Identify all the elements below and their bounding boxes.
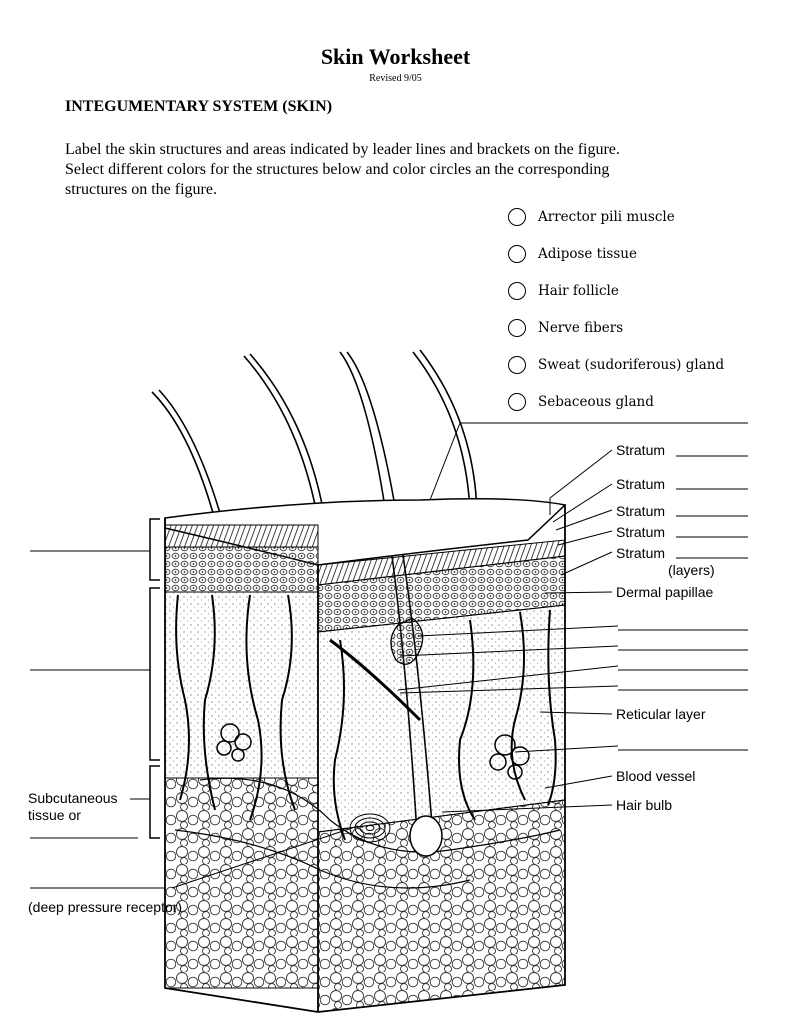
label-stratum-1: Stratum (616, 442, 665, 458)
label-hair-bulb: Hair bulb (616, 797, 672, 813)
nerve-fibers (174, 777, 561, 889)
legend-label: Sebaceous gland (538, 393, 654, 410)
epidermis-front (164, 524, 319, 548)
legend-label: Hair follicle (538, 282, 619, 299)
page-title: Skin Worksheet (320, 44, 471, 69)
color-circle-nerve-fibers[interactable] (508, 318, 526, 337)
label-stratum-3: Stratum (616, 503, 665, 519)
instructions-line-2: Select different colors for the structur… (65, 161, 610, 178)
label-stratum-5: Stratum (616, 545, 665, 561)
arrector-pili-muscle (329, 638, 422, 722)
right-answer-lines (397, 422, 748, 813)
subcutaneous-front (164, 777, 319, 989)
label-deep-pressure-receptor: (deep pressure receptor) (28, 899, 182, 915)
sweat-gland-front (216, 723, 252, 762)
hair-shaft-2 (243, 353, 326, 521)
bracket-epidermis (149, 518, 160, 581)
legend-item-sebaceous-gland: Sebaceous gland (508, 383, 724, 420)
label-blood-vessel: Blood vessel (616, 768, 695, 784)
instructions-line-3: structures on the figure. (65, 181, 217, 198)
hair-bulb-shape (409, 815, 443, 857)
bracket-subcutaneous (149, 765, 160, 839)
bracket-dermis (149, 587, 160, 761)
color-circle-sweat-gland[interactable] (508, 355, 526, 374)
hair-shaft-1 (151, 389, 223, 521)
legend-label: Nerve fibers (538, 319, 624, 336)
instructions-line-1: Label the skin structures and areas indi… (65, 141, 620, 158)
color-circle-arrector-pili[interactable] (508, 207, 526, 226)
legend-item-adipose: Adipose tissue (508, 235, 724, 272)
legend-item-hair-follicle: Hair follicle (508, 272, 724, 309)
color-legend: Arrector pili muscle Adipose tissue Hair… (508, 198, 724, 420)
block-outline (164, 505, 566, 1013)
label-reticular-layer: Reticular layer (616, 706, 706, 722)
dermis-side (317, 604, 566, 833)
legend-item-sweat-gland: Sweat (sudoriferous) gland (508, 346, 724, 383)
label-subcutaneous: Subcutaneous (28, 790, 118, 806)
legend-label: Sweat (sudoriferous) gland (538, 356, 725, 373)
sebaceous-gland (390, 617, 424, 665)
legend-label: Arrector pili muscle (538, 208, 675, 225)
skin-diagram: Stratum Stratum Stratum Stratum Stratum … (28, 349, 748, 1013)
color-circle-hair-follicle[interactable] (508, 281, 526, 300)
legend-item-arrector-pili: Arrector pili muscle (508, 198, 724, 235)
pacinian-corpuscle (349, 813, 391, 843)
legend-label: Adipose tissue (538, 245, 637, 262)
label-dermal-papillae: Dermal papillae (616, 584, 713, 600)
revised-date: Revised 9/05 (369, 73, 422, 84)
instructions: Label the skin structures and areas indi… (65, 140, 725, 200)
sweat-gland-side (489, 734, 530, 780)
label-tissue-or: tissue or (28, 807, 81, 823)
color-circle-adipose[interactable] (508, 244, 526, 263)
hair-shaft-4 (412, 349, 478, 513)
label-layers: (layers) (668, 562, 715, 578)
blood-vessels (175, 594, 557, 841)
legend-item-nerve-fibers: Nerve fibers (508, 309, 724, 346)
label-stratum-2: Stratum (616, 476, 665, 492)
basal-cells-front (164, 546, 319, 593)
label-stratum-4: Stratum (616, 524, 665, 540)
brackets (149, 518, 160, 839)
left-answer-lines (30, 550, 359, 889)
color-circle-sebaceous-gland[interactable] (508, 392, 526, 411)
section-heading: INTEGUMENTARY SYSTEM (SKIN) (65, 98, 333, 115)
dermis-front (164, 591, 319, 779)
